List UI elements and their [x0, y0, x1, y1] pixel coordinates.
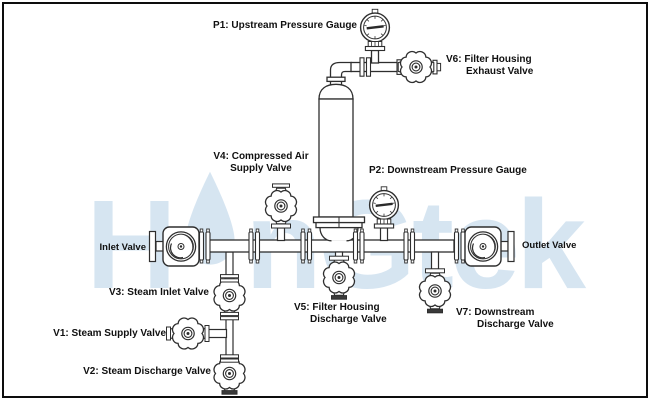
label-p2: P2: Downstream Pressure Gauge	[369, 165, 527, 176]
v7-downstream-discharge-valve	[420, 273, 451, 309]
p2-stem	[379, 227, 389, 242]
v5-filter-housing-discharge-valve	[324, 260, 355, 296]
flange-bar	[198, 228, 205, 264]
neck-flange	[326, 76, 346, 83]
flange-bar	[453, 228, 460, 264]
label-v4: V4: Compressed Air Supply Valve	[213, 151, 309, 174]
flange-bar	[306, 228, 313, 264]
v7-top-flange	[425, 268, 445, 274]
v6-filter-housing-exhaust-valve	[398, 52, 434, 83]
v2-top-flange-1	[220, 354, 239, 359]
p2-downstream-pressure-gauge	[368, 185, 400, 230]
p1-stem	[370, 49, 380, 64]
v5-top-flange	[329, 255, 349, 261]
label-v3: V3: Steam Inlet Valve	[108, 287, 209, 298]
filter-housing	[312, 80, 366, 229]
flange-bar	[352, 228, 359, 264]
housing-shell	[318, 98, 354, 218]
label-v1: V1: Steam Supply Valve	[53, 328, 166, 339]
v4-compressed-air-supply-valve	[266, 188, 297, 224]
label-v7: V7: Downstream Discharge Valve	[456, 307, 554, 330]
v2-bottom-cap	[221, 390, 238, 395]
label-v6: V6: Filter Housing Exhaust Valve	[446, 54, 534, 77]
flange-bar	[205, 228, 211, 264]
v3-top-flange-1	[220, 274, 239, 279]
v4-bottom-flange	[271, 223, 291, 229]
label-inlet-valve: Inlet Valve	[99, 242, 146, 253]
flange-bar	[254, 228, 261, 264]
elbow-pipe	[329, 61, 353, 79]
v7-bottom-cap	[427, 308, 443, 314]
housing-dome	[318, 83, 354, 100]
exhaust-pipe	[350, 61, 399, 73]
label-outlet-valve: Outlet Valve	[522, 240, 577, 251]
v5-bottom-cap	[331, 295, 347, 300]
v3-bottom-flange-2	[220, 316, 239, 321]
p1-upstream-pressure-gauge	[359, 8, 391, 52]
v7-stem	[430, 251, 440, 270]
v1-left-flange	[166, 326, 171, 341]
flange-bar	[300, 228, 306, 264]
v1-right-flange	[204, 325, 210, 342]
v2-top-flange-2	[220, 358, 239, 363]
inlet-valve	[162, 226, 200, 267]
v4-handle-bar	[272, 183, 290, 188]
flange-bar	[359, 228, 365, 264]
v1-steam-supply-valve	[170, 318, 206, 349]
outlet-valve	[464, 226, 502, 267]
v3-bottom-flange-1	[220, 311, 239, 317]
label-v2: V2: Steam Discharge Valve	[83, 366, 211, 377]
filter-wye	[319, 227, 359, 242]
main-pipe	[208, 239, 455, 253]
v4-stem	[276, 227, 286, 242]
outlet-end-flange	[507, 230, 515, 263]
v3-steam-inlet-valve	[214, 278, 245, 314]
v3-top-flange-2	[220, 278, 239, 283]
flange-bar	[409, 228, 416, 264]
flange-bar	[403, 228, 409, 264]
top-manifold	[326, 49, 442, 83]
v6-right-stub	[436, 62, 442, 72]
top-flange-bar-1	[359, 57, 365, 77]
inlet-end-flange	[148, 230, 157, 263]
flange-bar	[248, 228, 254, 264]
v1-branch-pipe	[206, 328, 228, 339]
end-stubs	[148, 230, 515, 263]
v3-riser-pipe	[225, 251, 234, 276]
branch-flanges	[166, 183, 445, 395]
label-p1: P1: Upstream Pressure Gauge	[213, 20, 357, 31]
top-flange-bar-2	[365, 57, 372, 77]
label-v5: V5: Filter Housing Discharge Valve	[294, 302, 387, 325]
